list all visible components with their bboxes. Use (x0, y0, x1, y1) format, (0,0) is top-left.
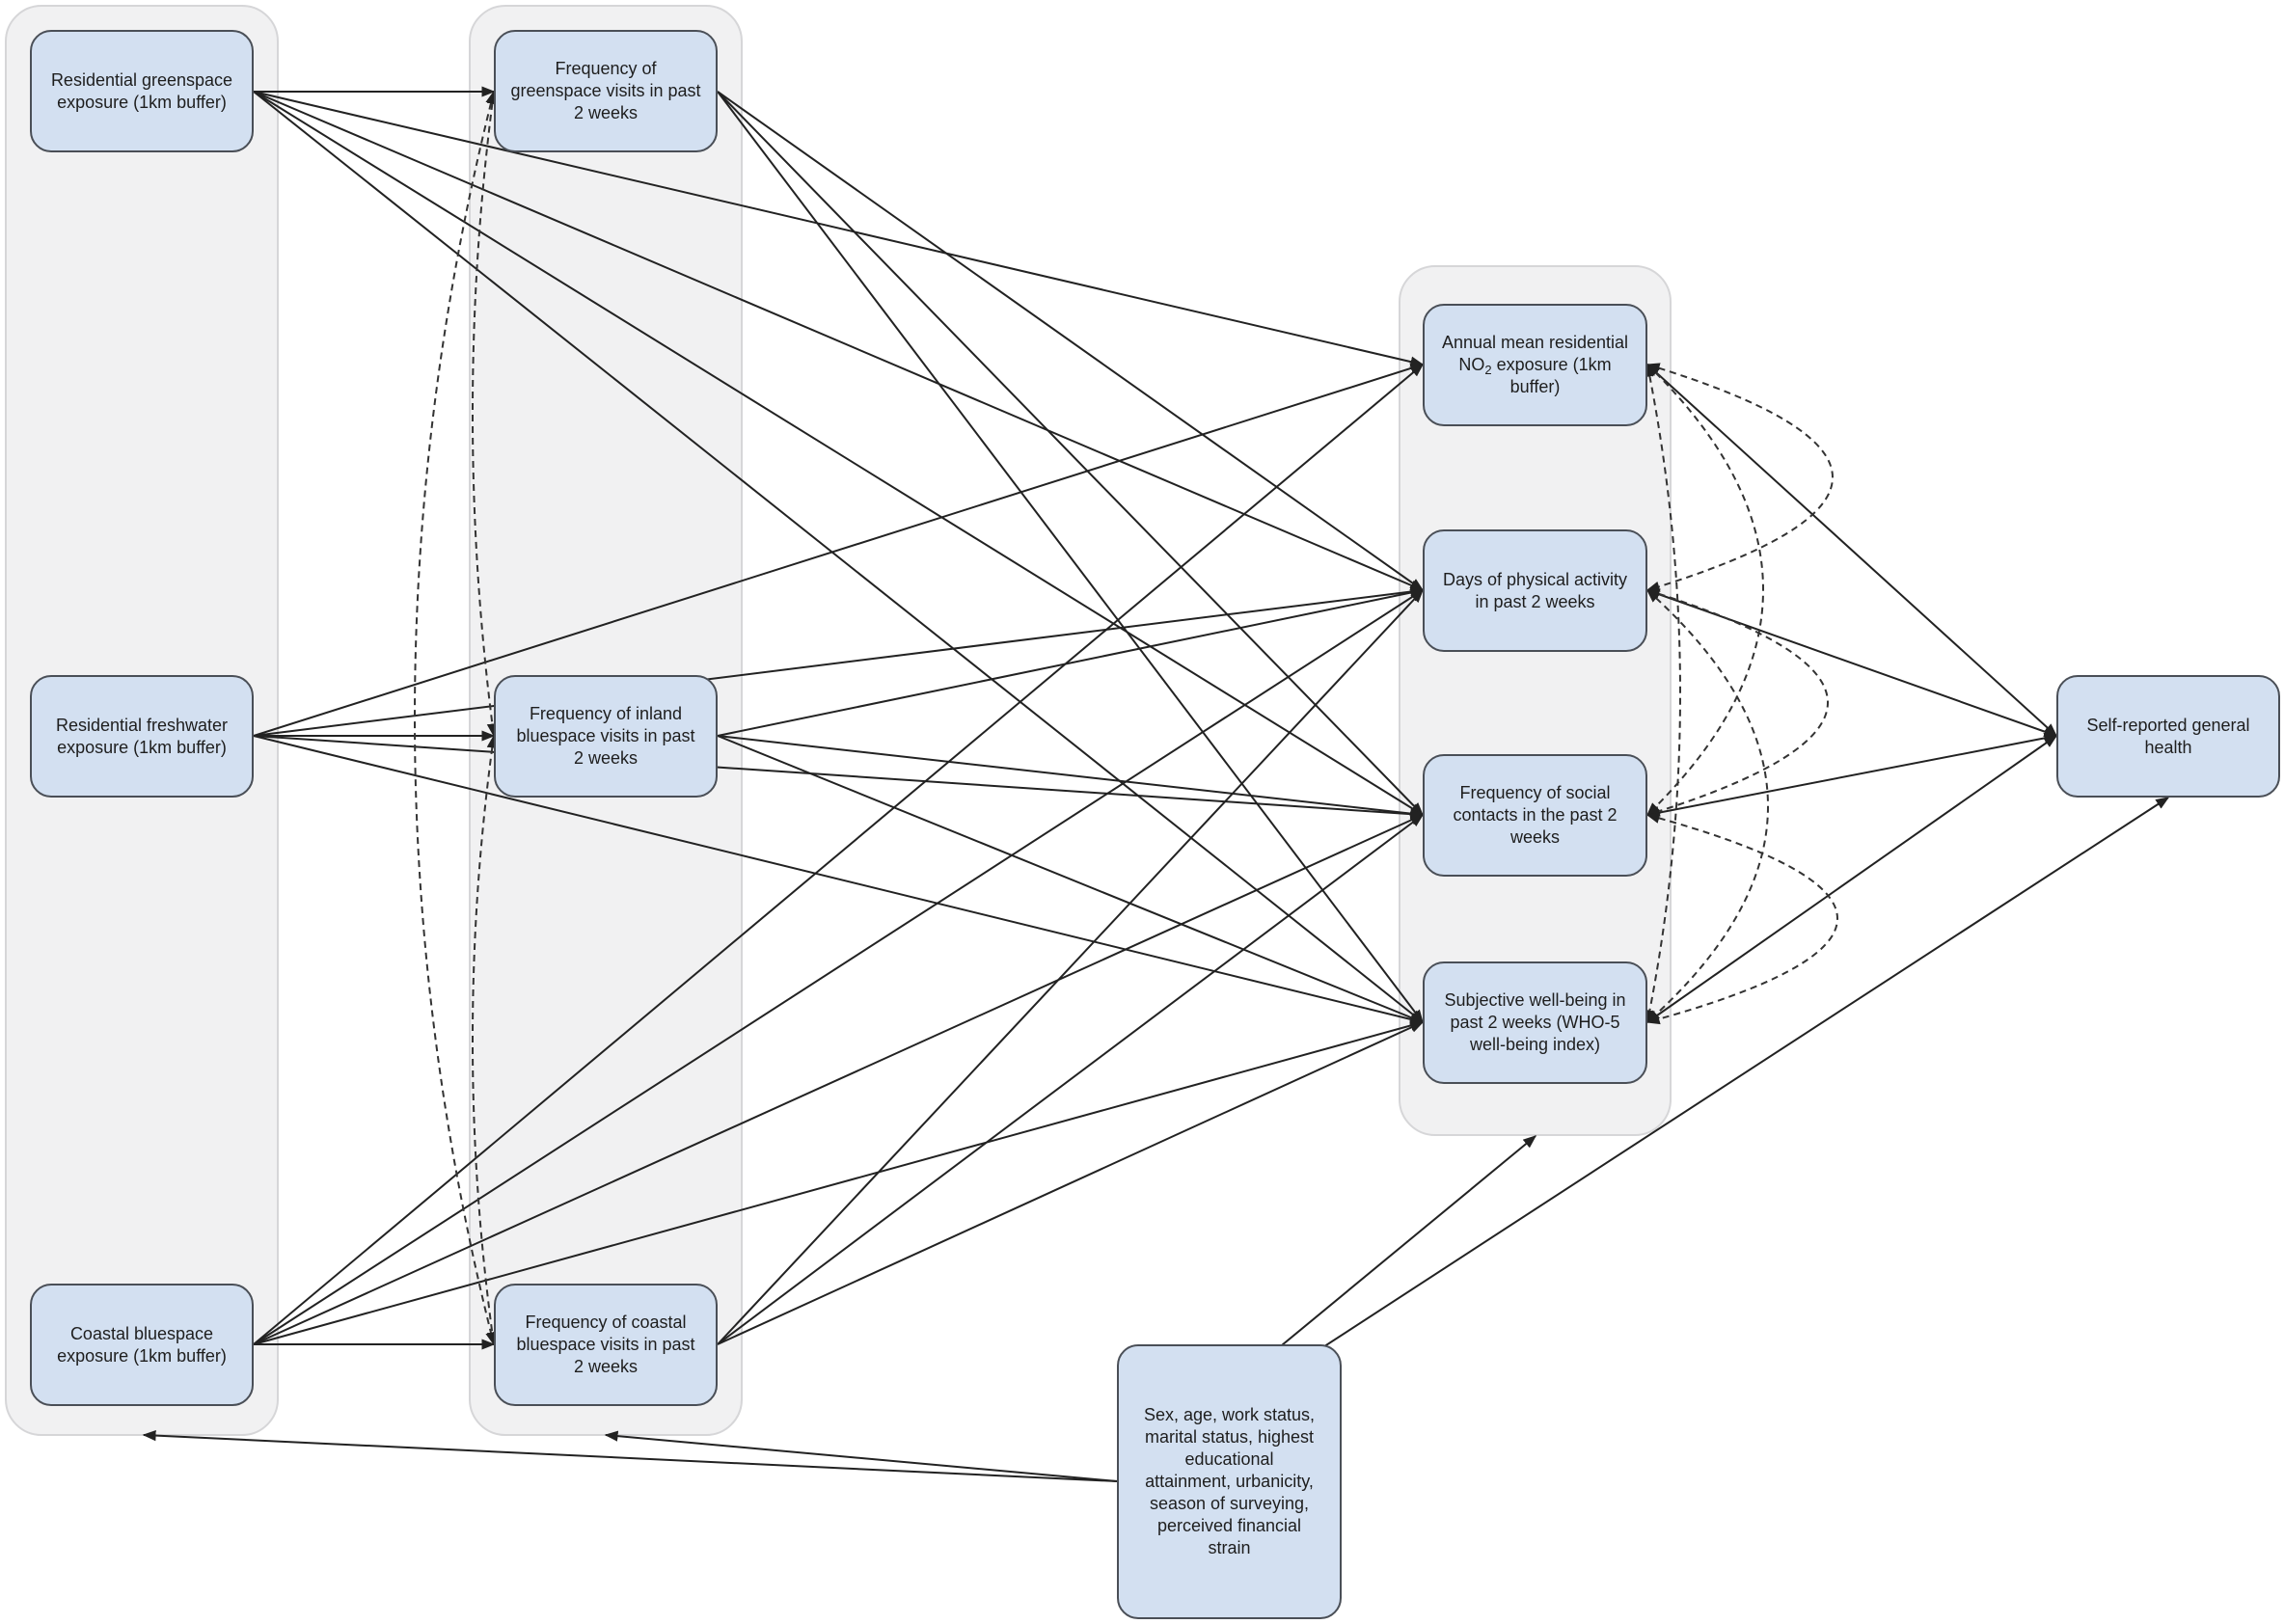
covariance-no2-pa (1645, 363, 1834, 592)
node-subjective-wellbeing[interactable]: Subjective well-being in past 2 weeks (W… (1423, 961, 1647, 1084)
covariance-pa-social (1645, 588, 1829, 817)
edge-swb-to-outcome (1646, 735, 2058, 1023)
edge-confounders-to-visits (604, 1430, 1118, 1482)
node-greenspace-exposure[interactable]: Residential greenspace exposure (1km buf… (30, 30, 254, 152)
node-label: Residential freshwater exposure (1km buf… (55, 715, 229, 757)
edge-inland_visit-to-pa (717, 587, 1425, 737)
edge-social-to-outcome (1646, 732, 2058, 816)
edge-inland_visit-to-social (717, 735, 1425, 820)
edge-green_visit-to-social (717, 91, 1424, 817)
edge-inland_visit-to-swb (717, 735, 1425, 1023)
edge-coastal_visit-to-social (717, 814, 1425, 1345)
edge-green_visit-to-pa (717, 91, 1425, 591)
node-label: Subjective well-being in past 2 weeks (W… (1444, 990, 1626, 1054)
node-label: Self-reported general health (2086, 715, 2250, 757)
edge-coastal_exp-to-social (253, 814, 1425, 1345)
edge-green_exp-to-social (253, 91, 1425, 816)
node-label: Days of physical activity in past 2 week… (1442, 569, 1628, 611)
node-label: Sex, age, work status, marital status, h… (1143, 1405, 1316, 1557)
node-greenspace-visits[interactable]: Frequency of greenspace visits in past 2… (494, 30, 718, 152)
node-physical-activity[interactable]: Days of physical activity in past 2 week… (1423, 529, 1647, 652)
edge-green_exp-to-no2 (253, 91, 1425, 367)
edge-no2-to-outcome (1646, 364, 2058, 737)
no2-label-sub: 2 (1484, 363, 1492, 377)
node-inland-bluespace-visits[interactable]: Frequency of inland bluespace visits in … (494, 675, 718, 798)
node-label: Residential greenspace exposure (1km buf… (50, 69, 233, 112)
edge-fresh_exp-to-social (253, 735, 1425, 820)
edge-fresh_exp-to-no2 (253, 363, 1425, 737)
node-label: Frequency of inland bluespace visits in … (516, 704, 695, 768)
edge-fresh_exp-to-pa (253, 586, 1425, 737)
node-label: Frequency of coastal bluespace visits in… (516, 1313, 695, 1376)
edge-coastal_exp-to-no2 (253, 364, 1425, 1345)
no2-label-pre: Annual mean residential NO (1441, 333, 1629, 374)
edge-coastal_visit-to-pa (717, 588, 1424, 1345)
edge-green_visit-to-swb (717, 91, 1424, 1024)
node-general-health-outcome[interactable]: Self-reported general health (2056, 675, 2280, 798)
node-coastal-bluespace-visits[interactable]: Frequency of coastal bluespace visits in… (494, 1284, 718, 1406)
node-label: Annual mean residential NO2 exposure (1k… (1438, 332, 1632, 398)
edge-fresh_exp-to-swb (253, 735, 1425, 1025)
node-label: Coastal bluespace exposure (1km buffer) (57, 1323, 227, 1366)
edge-pa-to-outcome (1646, 589, 2058, 738)
node-social-contacts[interactable]: Frequency of social contacts in the past… (1423, 754, 1647, 877)
covariance-social-swb (1645, 812, 1838, 1025)
node-freshwater-exposure[interactable]: Residential freshwater exposure (1km buf… (30, 675, 254, 798)
edge-green_exp-to-pa (253, 91, 1425, 591)
node-no2-exposure[interactable]: Annual mean residential NO2 exposure (1k… (1423, 304, 1647, 426)
edge-confounders-to-exposures (142, 1430, 1118, 1482)
edge-coastal_exp-to-swb (253, 1019, 1425, 1345)
edge-coastal_exp-to-pa (253, 589, 1425, 1345)
no2-label-post: exposure (1km buffer) (1491, 355, 1612, 396)
node-label: Frequency of greenspace visits in past 2… (510, 59, 701, 122)
node-coastal-exposure[interactable]: Coastal bluespace exposure (1km buffer) (30, 1284, 254, 1406)
node-confounders[interactable]: Sex, age, work status, marital status, h… (1117, 1344, 1342, 1619)
node-label: Frequency of social contacts in the past… (1453, 783, 1618, 847)
edge-coastal_visit-to-swb (717, 1021, 1425, 1345)
edge-green_exp-to-swb (253, 91, 1425, 1023)
